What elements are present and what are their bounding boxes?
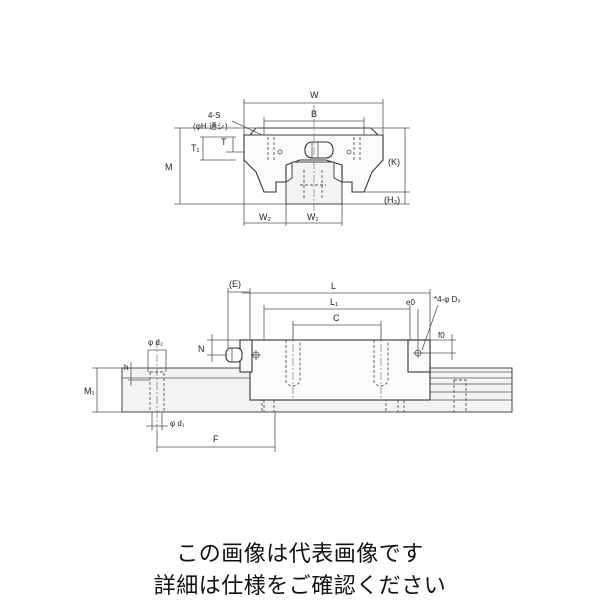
side-grease-nipple <box>225 347 243 363</box>
label-T: T <box>221 137 227 147</box>
label-phiH-through: (φH 通シ) <box>193 121 228 131</box>
label-T1: T₁ <box>191 143 200 153</box>
side-view: (E) L L₁ e0 *4-φ D₀ C N <box>84 279 513 452</box>
front-grease-nipple <box>304 141 334 159</box>
label-C: C <box>333 313 340 323</box>
label-M: M <box>165 162 173 172</box>
label-F: F <box>213 434 219 444</box>
label-H3: (H₃) <box>384 195 400 205</box>
caption-check-specifications: 詳細は仕様をご確認ください <box>153 574 447 599</box>
label-W: W <box>310 90 319 100</box>
label-N: N <box>198 344 205 354</box>
front-view: W B 4-S (φH 通シ) T₁ T M <box>165 90 410 226</box>
label-M1: M₁ <box>84 386 95 396</box>
label-K: (K) <box>388 157 400 167</box>
label-d2: φ d₂ <box>148 338 163 347</box>
label-h: h <box>124 363 128 372</box>
caption-representative-image: この画像は代表画像です <box>176 542 424 567</box>
label-D0: *4-φ D₀ <box>434 295 461 304</box>
label-e0: e0 <box>406 298 415 307</box>
label-E: (E) <box>229 279 241 289</box>
label-4-S: 4-S <box>208 111 220 120</box>
front-block-outline <box>243 134 384 193</box>
label-B: B <box>311 109 317 119</box>
label-f0: f0 <box>438 331 445 340</box>
label-d1: φ d₁ <box>170 419 185 428</box>
label-W1: W₁ <box>307 212 319 222</box>
label-W2: W₂ <box>259 212 271 222</box>
label-L1: L₁ <box>330 297 338 307</box>
side-block <box>249 339 431 401</box>
label-L: L <box>331 281 336 291</box>
